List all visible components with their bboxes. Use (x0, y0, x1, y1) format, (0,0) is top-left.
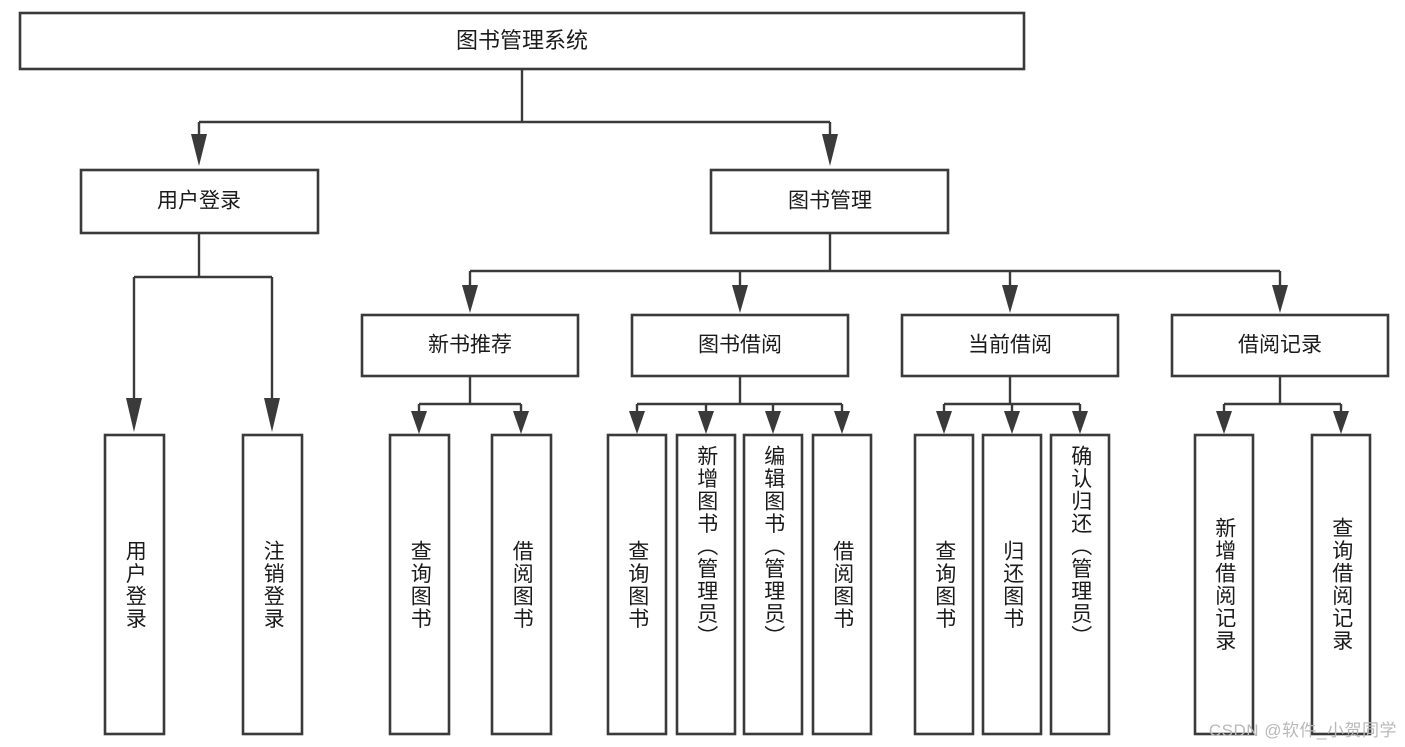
node-book-mgmt[interactable]: 图书管理 (709, 168, 950, 235)
node-user-login[interactable]: 用户登录 (79, 168, 320, 235)
arrow-head-user-login-leaf-1 (126, 398, 142, 432)
leaf-box-borrow-record-2[interactable] (1310, 433, 1372, 736)
connector-group-borrow-record (1216, 376, 1349, 434)
connector-group-current-borrow (936, 376, 1088, 434)
arrow-head-book-borrow-leaf-2 (698, 411, 714, 434)
connector-group-book-mgmt (462, 233, 1288, 313)
arrow-head-new-book-leaf-2 (513, 411, 529, 434)
arrow-head-borrow-record-leaf-2 (1333, 411, 1349, 434)
leaf-box-book-borrow-1[interactable] (606, 433, 668, 736)
arrow-head-book-borrow (732, 285, 748, 313)
leaf-box-user-login-2[interactable] (241, 433, 304, 736)
node-new-book-box[interactable] (360, 313, 580, 378)
node-root[interactable]: 图书管理系统 (18, 11, 1026, 71)
arrow-head-book-borrow-leaf-1 (629, 411, 645, 434)
leaf-boxes-new-book (388, 433, 553, 736)
arrow-head-user-login (191, 134, 207, 166)
leaf-box-user-login-1[interactable] (103, 433, 166, 736)
leaf-box-new-book-2[interactable] (490, 433, 553, 736)
leaf-box-borrow-record-1[interactable] (1193, 433, 1255, 736)
node-user-login-box[interactable] (79, 168, 320, 235)
arrow-head-new-book-leaf-1 (411, 411, 427, 434)
connector-group-root (191, 69, 838, 166)
connector-group-new-book (411, 376, 529, 434)
node-book-borrow-label: 图书借阅 (698, 334, 782, 357)
arrow-head-book-mgmt (822, 134, 838, 166)
node-book-borrow[interactable]: 图书借阅 (630, 313, 850, 378)
node-borrow-record[interactable]: 借阅记录 (1170, 313, 1390, 378)
node-new-book[interactable]: 新书推荐 (360, 313, 580, 378)
leaf-box-book-borrow-4[interactable] (811, 433, 873, 736)
csdn-watermark: CSDN @软件_小贺同学 (1208, 721, 1397, 740)
node-root-label: 图书管理系统 (456, 28, 588, 53)
node-root-box[interactable] (18, 11, 1026, 71)
leaf-box-current-borrow-2[interactable] (981, 433, 1043, 736)
arrow-head-current-borrow-leaf-3 (1072, 411, 1088, 434)
node-current-borrow-box[interactable] (900, 313, 1120, 378)
connector-group-book-borrow (629, 376, 850, 434)
node-user-login-label: 用户登录 (157, 190, 241, 213)
node-book-mgmt-label: 图书管理 (788, 190, 872, 213)
leaf-boxes-user-login (103, 433, 304, 736)
leaf-box-book-borrow-3[interactable] (742, 433, 804, 736)
node-new-book-label: 新书推荐 (428, 334, 512, 357)
node-current-borrow-label: 当前借阅 (968, 334, 1052, 357)
leaf-box-current-borrow-3[interactable] (1049, 433, 1111, 736)
arrow-head-current-borrow (1002, 285, 1018, 313)
node-borrow-record-box[interactable] (1170, 313, 1390, 378)
arrow-head-current-borrow-leaf-2 (1004, 411, 1020, 434)
arrow-head-borrow-record-leaf-1 (1216, 411, 1232, 434)
node-current-borrow[interactable]: 当前借阅 (900, 313, 1120, 378)
leaf-boxes-borrow-record (1193, 433, 1372, 736)
arrow-head-book-borrow-leaf-4 (834, 411, 850, 434)
arrow-head-borrow-record (1272, 285, 1288, 313)
arrow-head-user-login-leaf-2 (264, 398, 280, 432)
leaf-boxes-current-borrow (913, 433, 1111, 736)
arrow-head-new-book (462, 285, 478, 313)
leaf-boxes-book-borrow (606, 433, 873, 736)
arrow-head-book-borrow-leaf-3 (765, 411, 781, 434)
leaf-box-book-borrow-2[interactable] (675, 433, 737, 736)
arrow-head-current-borrow-leaf-1 (936, 411, 952, 434)
leaf-box-current-borrow-1[interactable] (913, 433, 975, 736)
node-book-borrow-box[interactable] (630, 313, 850, 378)
connector-group-user-login (126, 233, 280, 432)
leaf-box-new-book-1[interactable] (388, 433, 451, 736)
node-book-mgmt-box[interactable] (709, 168, 950, 235)
node-borrow-record-label: 借阅记录 (1238, 334, 1322, 357)
